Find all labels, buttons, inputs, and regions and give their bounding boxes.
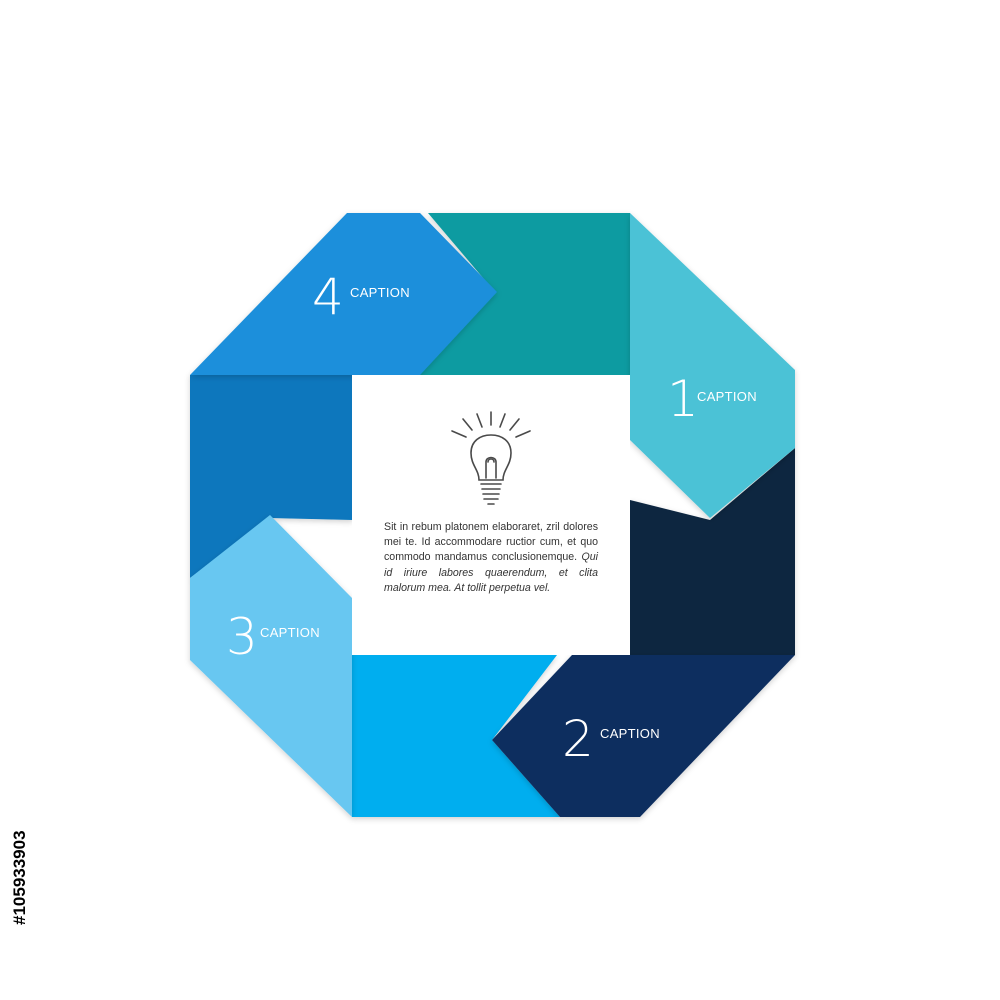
center-description-italic: Qui id iriure labores quaerendum, et cli…	[384, 551, 598, 594]
center-description: Sit in rebum platonem elaboraret, zril d…	[384, 520, 598, 596]
step-4-label: 4 CAPTION	[312, 268, 410, 326]
step-1-arrow	[630, 213, 795, 518]
center-description-text: Sit in rebum platonem elaboraret, zril d…	[384, 521, 598, 564]
stock-id-label: #105933903	[10, 830, 29, 925]
step-3-label: 3 CAPTION	[226, 608, 320, 666]
step-3-caption: CAPTION	[260, 625, 320, 640]
step-2-arrow	[492, 655, 795, 817]
step-4-number: 4	[312, 268, 344, 326]
lightbulb-icon	[451, 411, 531, 505]
segment-left-band	[190, 375, 353, 578]
step-4-arrow	[190, 213, 497, 375]
step-4-caption: CAPTION	[350, 285, 410, 300]
step-1-caption: CAPTION	[697, 389, 757, 404]
step-3-number: 3	[226, 608, 258, 666]
segment-right-band	[630, 448, 795, 655]
step-1-number: 1	[667, 370, 699, 428]
step-1-label: 1 CAPTION	[667, 370, 757, 428]
step-3-arrow	[190, 515, 352, 817]
step-2-label: 2 CAPTION	[562, 710, 660, 768]
segment-bottom-band	[352, 655, 560, 817]
step-2-number: 2	[562, 710, 594, 768]
step-2-caption: CAPTION	[600, 726, 660, 741]
